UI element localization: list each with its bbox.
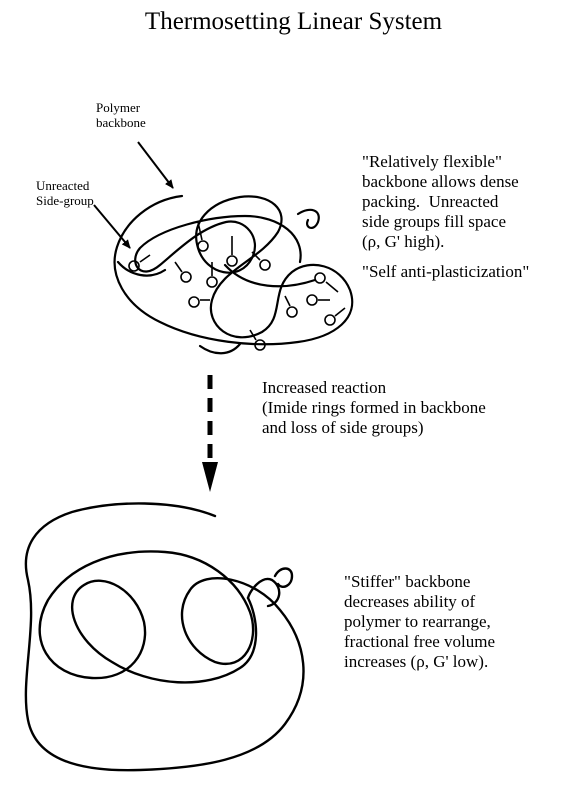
lower-polymer-coil [26,503,304,770]
reaction-arrow [202,375,218,492]
side-groups [129,222,345,350]
side-group-pointer-arrow [94,205,130,248]
backbone-pointer-arrow [138,142,173,188]
